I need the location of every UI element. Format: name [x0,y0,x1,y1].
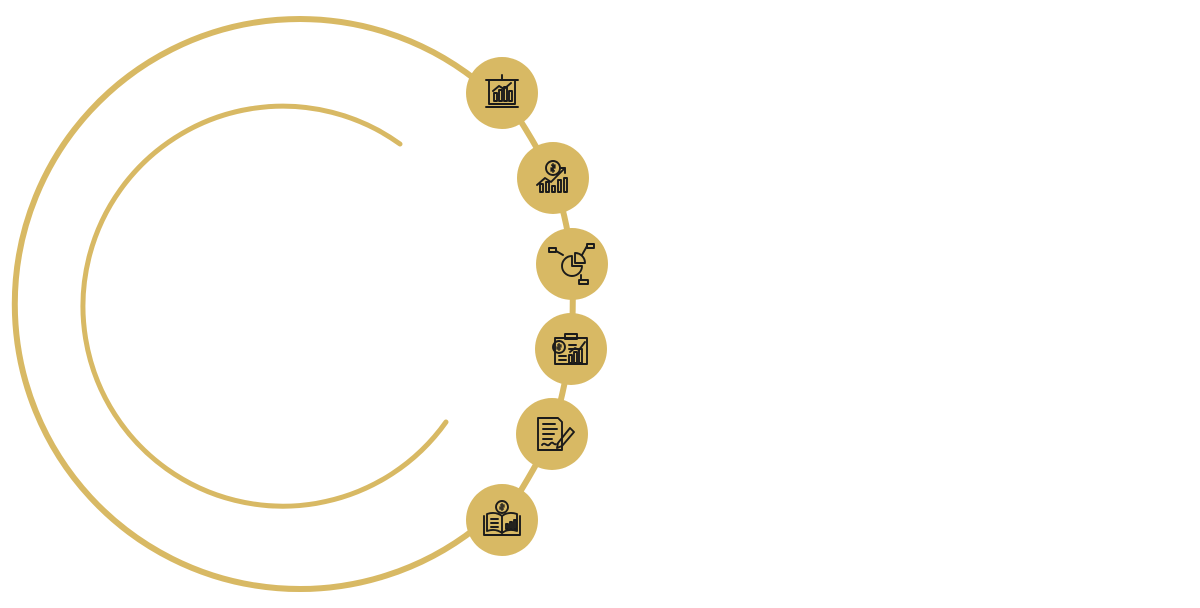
process-node-4 [535,313,607,385]
money-growth-chart-icon [536,160,568,193]
node-circle [517,142,589,214]
process-node-5 [516,398,588,470]
outer-arc [11,16,479,592]
process-node-2 [517,142,589,214]
process-node-3 [536,228,608,300]
financial-report-clipboard-icon [552,333,588,365]
finance-book-icon [483,500,521,536]
process-node-1 [466,57,538,129]
pie-chart-analysis-icon [548,243,595,285]
inner-arc [80,103,449,509]
presentation-chart-icon [485,74,519,108]
contract-document-pen-icon [537,417,575,451]
process-node-6 [466,484,538,556]
